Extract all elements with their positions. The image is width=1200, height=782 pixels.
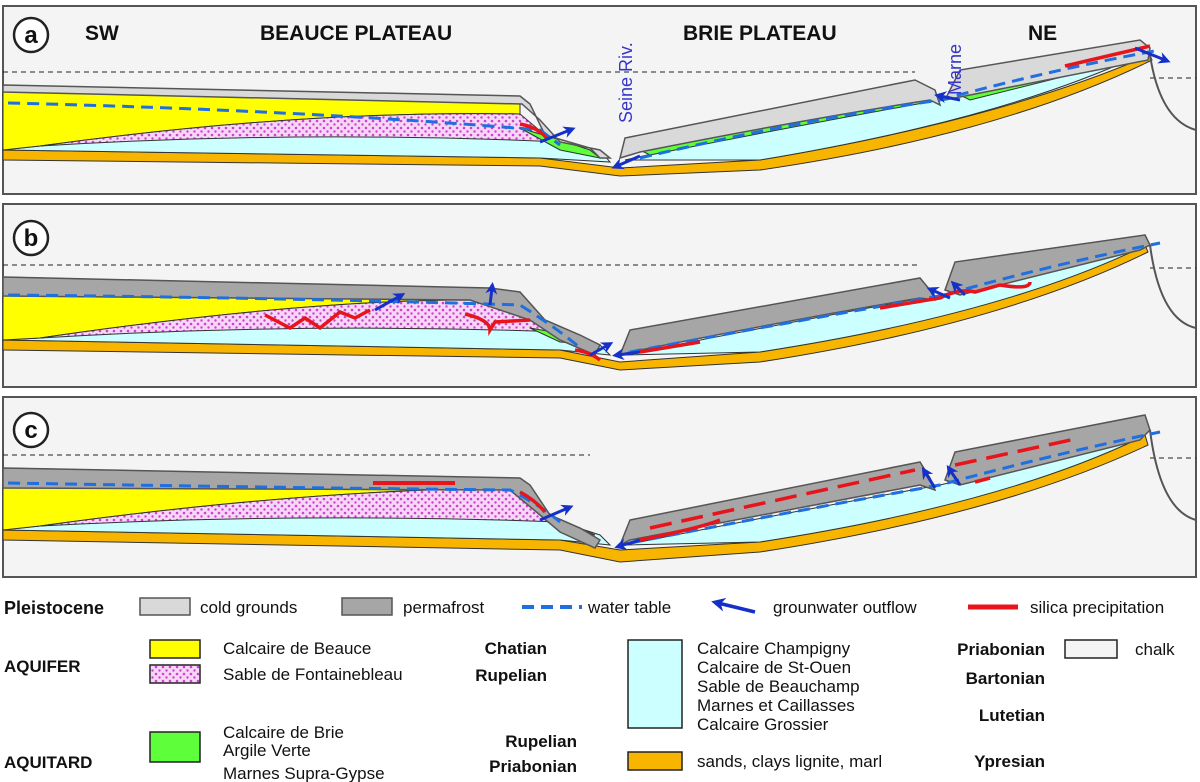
legend-priabonian: Priabonian <box>957 640 1045 659</box>
legend-calcaire-brie: Calcaire de Brie <box>223 723 344 742</box>
label-brie-plateau: BRIE PLATEAU <box>683 22 837 45</box>
label-seine-river: Seine Riv. <box>616 42 636 123</box>
panel-b: b <box>2 203 1197 388</box>
legend-ypresian: Ypresian <box>974 752 1045 771</box>
legend-sands: sands, clays lignite, marl <box>697 752 882 771</box>
legend-permafrost: permafrost <box>403 598 485 617</box>
legend-champigny-swatch <box>627 639 683 729</box>
legend-groundwater-outflow: grounwater outflow <box>773 598 917 617</box>
panel-c-letter: c <box>24 417 37 444</box>
panel-a-letter: a <box>24 22 38 49</box>
label-marne: Marne <box>945 44 965 95</box>
legend-cold-grounds-swatch <box>139 597 191 616</box>
legend-caillasses: Marnes et Caillasses <box>697 696 855 715</box>
legend-chalk-swatch <box>1064 639 1118 659</box>
legend-grossier: Calcaire Grossier <box>697 715 829 734</box>
legend-rupelian: Rupelian <box>475 666 547 685</box>
label-ne: NE <box>1028 22 1057 45</box>
legend-aquitard: AQUITARD <box>4 753 92 772</box>
legend-sands-swatch <box>627 751 683 771</box>
legend-chatian: Chatian <box>485 639 547 658</box>
legend-lutetian: Lutetian <box>979 706 1045 725</box>
legend-chalk: chalk <box>1135 640 1175 659</box>
legend-calcaire-beauce: Calcaire de Beauce <box>223 639 371 658</box>
legend-sable-fontainebleau: Sable de Fontainebleau <box>223 665 403 684</box>
legend-rupelian-2: Rupelian <box>505 732 577 751</box>
legend-argile-verte: Argile Verte <box>223 741 311 760</box>
panel-a: a SW BEAUCE PLATEAU BRIE PLATEAU NE Sein… <box>2 5 1197 195</box>
legend-marnes-supra-gypse: Marnes Supra-Gypse <box>223 764 385 782</box>
legend-priabonian-2: Priabonian <box>489 757 577 776</box>
legend-beauchamp: Sable de Beauchamp <box>697 677 860 696</box>
legend-pleistocene: Pleistocene <box>4 598 104 618</box>
legend-permafrost-swatch <box>341 597 393 616</box>
panel-b-letter: b <box>24 225 39 252</box>
legend-bartonian: Bartonian <box>966 669 1045 688</box>
legend-beauce-swatch <box>149 639 201 659</box>
legend-aquifer: AQUIFER <box>4 657 81 676</box>
legend: Pleistocene cold grounds permafrost wate… <box>4 597 1175 782</box>
legend-water-table: water table <box>587 598 671 617</box>
label-sw: SW <box>85 22 119 45</box>
legend-brie-swatch <box>149 731 201 763</box>
legend-groundwater-outflow-swatch <box>711 597 756 614</box>
legend-st-ouen: Calcaire de St-Ouen <box>697 658 851 677</box>
panel-c: c <box>2 396 1197 578</box>
label-beauce-plateau: BEAUCE PLATEAU <box>260 22 452 45</box>
legend-fontainebleau-swatch <box>149 664 201 684</box>
legend-champigny: Calcaire Champigny <box>697 639 851 658</box>
legend-silica-precipitation: silica precipitation <box>1030 598 1164 617</box>
legend-cold-grounds: cold grounds <box>200 598 297 617</box>
